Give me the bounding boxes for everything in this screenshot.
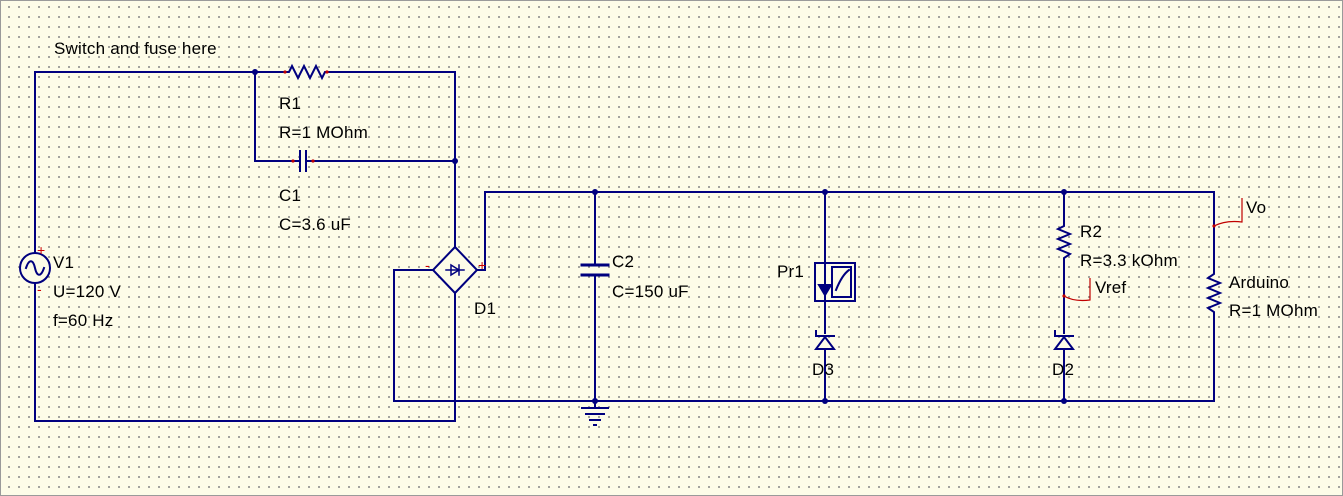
- wires: [34, 71, 1215, 422]
- vo-label-leader: [1213, 198, 1243, 227]
- v1-minus-marker: -: [37, 281, 42, 297]
- v1-name: V1: [53, 253, 75, 272]
- d1-minus-marker: -: [425, 257, 430, 273]
- c2-name: C2: [612, 252, 635, 271]
- note-switch-fuse: Switch and fuse here: [54, 39, 217, 58]
- v1-plus-marker: +: [37, 242, 46, 258]
- vref-label-leader: [1063, 278, 1091, 302]
- arduino-name: Arduino: [1229, 273, 1289, 292]
- pr1-probe-symbol[interactable]: [814, 262, 856, 302]
- r2-value[interactable]: R=3.3 kOhm: [1080, 251, 1178, 270]
- c2-value[interactable]: C=150 uF: [612, 282, 689, 301]
- r2-name: R2: [1080, 222, 1103, 241]
- c1-capacitor-symbol[interactable]: [292, 150, 314, 172]
- ground-icon: [581, 407, 609, 426]
- pr1-name: Pr1: [777, 262, 805, 281]
- d1-name: D1: [474, 299, 497, 318]
- d2-diode-symbol[interactable]: [1053, 330, 1075, 350]
- arduino-value[interactable]: R=1 MOhm: [1229, 301, 1318, 320]
- r2-resistor-symbol[interactable]: [1055, 221, 1073, 263]
- port-markers: [283, 70, 1216, 298]
- c1-value[interactable]: C=3.6 uF: [279, 215, 351, 234]
- r1-value[interactable]: R=1 MOhm: [279, 123, 368, 142]
- d1-bridge-rectifier-symbol[interactable]: [431, 245, 479, 295]
- c1-name: C1: [279, 186, 302, 205]
- r1-resistor-symbol[interactable]: [284, 63, 328, 81]
- d1-plus-marker: +: [478, 257, 487, 273]
- d2-name: D2: [1052, 360, 1075, 379]
- vref-node-label[interactable]: Vref: [1095, 278, 1127, 297]
- vo-node-label[interactable]: Vo: [1246, 198, 1267, 217]
- c2-capacitor-symbol[interactable]: [580, 263, 610, 277]
- v1-ac-source-symbol[interactable]: [19, 252, 51, 284]
- v1-voltage[interactable]: U=120 V: [53, 282, 122, 301]
- arduino-resistor-symbol[interactable]: [1205, 267, 1223, 319]
- d3-diode-symbol[interactable]: [814, 330, 836, 350]
- v1-frequency[interactable]: f=60 Hz: [53, 311, 114, 330]
- d3-name: D3: [812, 360, 835, 379]
- junction-dots: [252, 69, 1067, 404]
- r1-name: R1: [279, 94, 302, 113]
